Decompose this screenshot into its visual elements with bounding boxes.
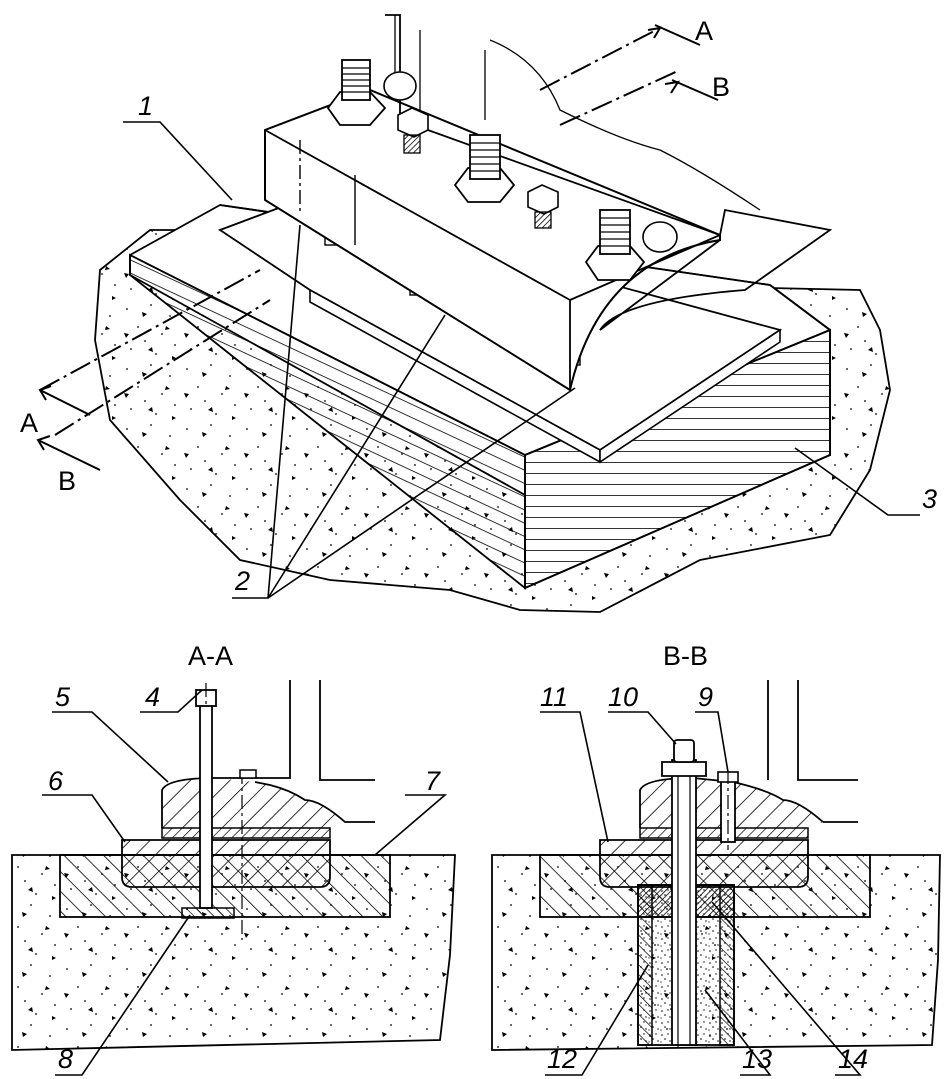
callout-5: 5	[55, 682, 71, 712]
callout-3: 3	[922, 484, 937, 514]
callout-13: 13	[742, 1044, 772, 1074]
bolt-aa	[199, 699, 213, 909]
callout-6: 6	[48, 766, 64, 796]
column-web	[385, 14, 833, 331]
section-marker-a-top: A	[695, 16, 713, 46]
callout-9: 9	[698, 682, 713, 712]
isometric-view: A B A B 1 2 3	[20, 14, 937, 613]
jack-screw-2	[527, 184, 559, 229]
frame-foot-bb	[599, 839, 809, 888]
anchor-plate-aa	[181, 907, 235, 919]
callout-7: 7	[425, 766, 441, 796]
callout-10: 10	[608, 682, 638, 712]
callout-4: 4	[145, 682, 160, 712]
section-aa-title: A-A	[188, 641, 233, 671]
callout-1: 1	[138, 91, 153, 121]
callout-8: 8	[58, 1044, 73, 1074]
section-marker-b-top: B	[712, 72, 730, 102]
callout-2: 2	[234, 566, 250, 596]
section-marker-a-left: A	[20, 408, 38, 438]
section-aa: A-A 4 5 6 7 8	[11, 641, 456, 1076]
callout-11: 11	[540, 682, 568, 712]
section-bb: B-B 9 10 11 12 13 14	[491, 641, 941, 1076]
anchor-bolt-bb	[671, 759, 697, 1046]
anchor-bolt-1	[326, 59, 387, 126]
callout-14: 14	[838, 1044, 868, 1074]
section-bb-title: B-B	[663, 641, 708, 671]
frame-foot-aa	[121, 839, 331, 888]
anchor-bolt-2	[453, 134, 516, 203]
shim-aa	[161, 827, 331, 839]
section-marker-b-left: B	[58, 466, 76, 496]
anchor-bolt-3	[584, 209, 646, 281]
nut-bb	[661, 761, 707, 777]
jack-screw-1	[397, 107, 429, 154]
callout-12: 12	[547, 1044, 577, 1074]
